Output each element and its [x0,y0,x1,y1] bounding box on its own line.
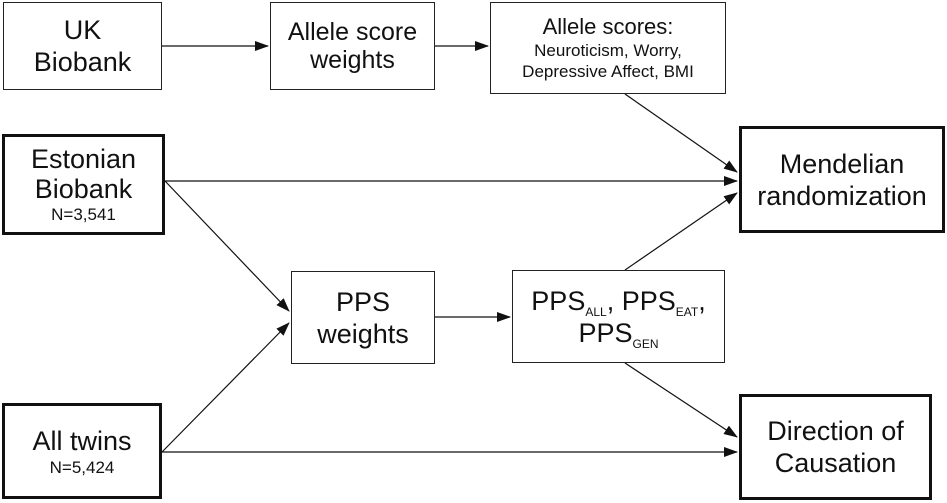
arrow-scores-to-mr [624,93,738,173]
uk-biobank-line2: Biobank [33,47,132,77]
allele-scores-title: Allele scores: [542,14,674,39]
direction-of-causation-line1: Direction of [767,416,904,446]
pps-scores-line2: PPSGEN [578,317,659,351]
direction-of-causation-line2: Causation [774,448,897,478]
pps-weights-line2: weights [317,318,409,349]
uk-biobank-line1: UK [63,15,102,45]
all-twins-n: N=5,424 [49,457,115,477]
pps-gen-subscript: GEN [632,336,659,351]
pps-separator-2: , [698,285,706,316]
allele-score-weights-line2: weights [310,46,395,74]
direction-of-causation-node: Direction of Causation [739,394,932,500]
allele-score-weights-node: Allele score weights [270,2,435,90]
arrow-estonian-to-pps [164,180,290,312]
all-twins-node: All twins N=5,424 [2,403,162,499]
pps-weights-line1: PPS [335,286,391,317]
mendelian-randomization-node: Mendelian randomization [739,126,945,233]
estonian-biobank-n: N=3,541 [51,205,116,224]
pps-scores-line1: PPSALL, PPSEAT, [531,285,706,319]
arrow-twins-to-pps [161,322,290,453]
allele-scores-line2: Neuroticism, Worry, [534,41,682,60]
estonian-biobank-line2: Biobank [34,174,133,204]
pps-separator-1: , [606,285,622,316]
estonian-biobank-node: Estonian Biobank N=3,541 [2,134,165,235]
arrow-pps-scores-to-mr [624,192,738,271]
allele-scores-node: Allele scores: Neuroticism, Worry, Depre… [490,2,726,94]
pps-gen-label: PPS [578,317,633,348]
estonian-biobank-line1: Estonian [30,144,137,174]
pps-all-subscript: ALL [585,304,607,319]
uk-biobank-node: UK Biobank [3,2,162,90]
mendelian-randomization-line1: Mendelian [779,148,905,179]
pps-scores-node: PPSALL, PPSEAT, PPSGEN [512,270,725,363]
pps-eat-subscript: EAT [675,304,699,319]
pps-all-label: PPS [531,285,586,316]
arrow-pps-scores-to-doc [624,362,738,438]
allele-score-weights-line1: Allele score [287,18,418,46]
allele-scores-line3: Depressive Affect, BMI [522,62,694,81]
all-twins-line1: All twins [32,425,132,456]
mendelian-randomization-line2: randomization [757,180,927,211]
pps-eat-label: PPS [621,285,676,316]
pps-weights-node: PPS weights [291,271,435,364]
